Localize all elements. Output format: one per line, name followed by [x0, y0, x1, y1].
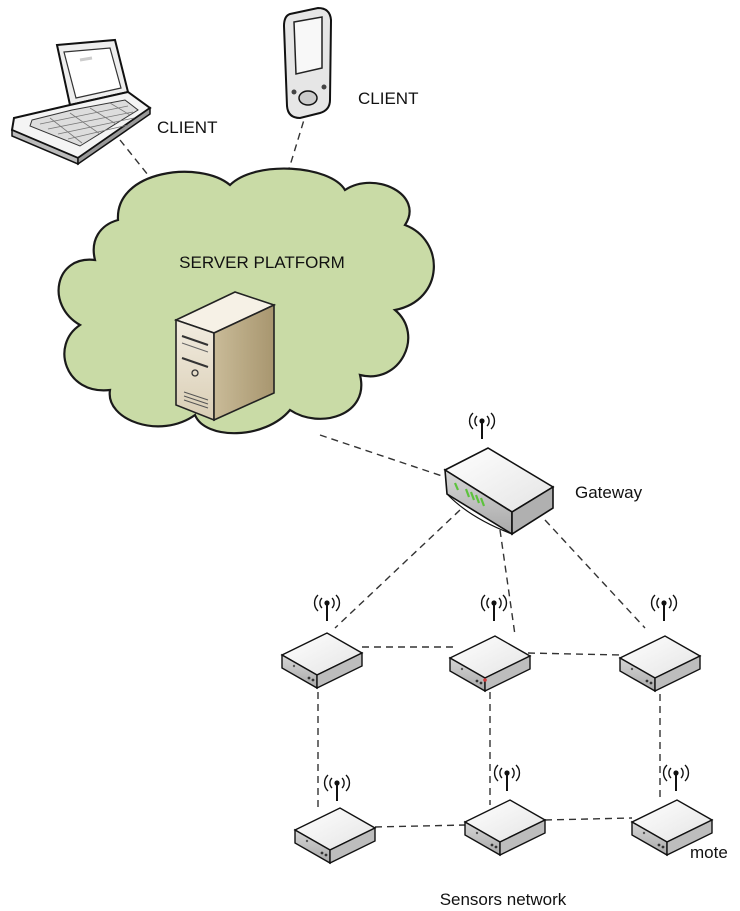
sensor-mote-icon: [449, 635, 531, 692]
sensor-mote-icon: [281, 632, 363, 689]
client-laptop-label: CLIENT: [157, 118, 217, 137]
antenna-signal-icon: [323, 774, 351, 802]
laptop-icon: [10, 38, 152, 166]
antenna-signal-icon: [650, 594, 678, 622]
sensor-mote-6: [631, 764, 713, 856]
phone-icon: [282, 6, 333, 120]
client-phone-label: CLIENT: [358, 89, 418, 108]
antenna-signal-icon: [662, 764, 690, 792]
sensors-network-label: Sensors network: [440, 890, 567, 909]
link-mote5-mote6: [544, 817, 633, 821]
sensor-mote-1: [281, 594, 363, 689]
sensor-mote-icon: [294, 807, 376, 864]
mote-label: mote: [690, 843, 728, 862]
link-mote2-mote3: [527, 652, 623, 656]
link-gateway-mote1: [334, 509, 461, 629]
antenna-signal-icon: [313, 594, 341, 622]
sensor-mote-icon: [464, 799, 546, 856]
sensor-mote-3: [619, 594, 701, 692]
server-icon: [173, 291, 277, 422]
server-platform-cloud: SERVER PLATFORM: [57, 167, 435, 435]
antenna-signal-icon: [480, 594, 508, 622]
link-cloud-gateway: [319, 434, 449, 479]
server-platform-label: SERVER PLATFORM: [179, 253, 345, 272]
sensor-mote-4: [294, 774, 376, 864]
gateway-label: Gateway: [575, 483, 643, 502]
link-gateway-mote3: [544, 519, 646, 629]
sensor-mote-icon: [619, 635, 701, 692]
link-gateway-mote2: [499, 529, 516, 636]
antenna-signal-icon: [493, 764, 521, 792]
link-mote4-mote5: [374, 824, 466, 828]
sensor-mote-2: [449, 594, 531, 692]
router-icon: [443, 412, 555, 536]
sensor-mote-5: [464, 764, 546, 856]
